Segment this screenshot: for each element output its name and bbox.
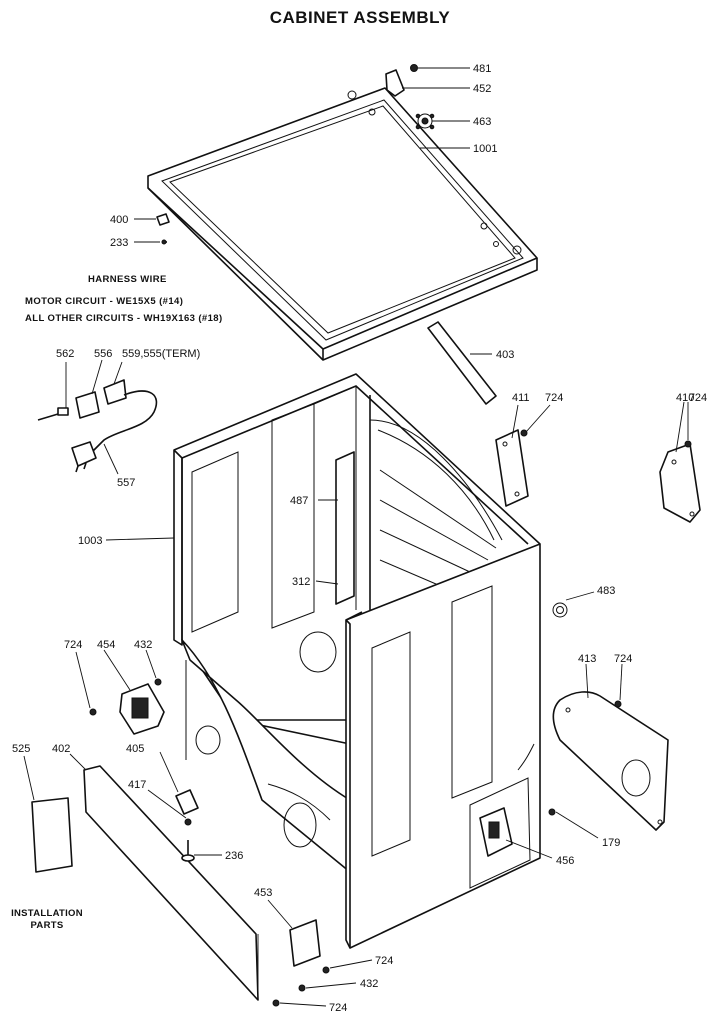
installation-parts-caption: INSTALLATION PARTS [2, 908, 92, 932]
toe-panel-402 [83, 765, 259, 1001]
callout-312: 312 [292, 576, 310, 588]
callout-417: 417 [128, 779, 146, 791]
callout-233: 233 [110, 237, 128, 249]
top-cover-panel [147, 87, 538, 361]
screw-179 [548, 808, 556, 816]
callout-405: 405 [126, 743, 144, 755]
callout-456: 456 [556, 855, 574, 867]
cover-410 [659, 443, 701, 523]
callout-179: 179 [602, 837, 620, 849]
hinge-405 [175, 789, 199, 815]
callout-454: 454 [97, 639, 115, 651]
screw-724-413 [614, 700, 622, 708]
callout-724-454: 724 [64, 639, 82, 651]
timer-454 [119, 683, 165, 735]
parts-caption-line: PARTS [30, 920, 64, 931]
callout-403: 403 [496, 349, 514, 361]
installation-caption-line: INSTALLATION [11, 908, 83, 919]
clip-463 [415, 113, 435, 130]
screw-481 [410, 64, 418, 72]
callout-525: 525 [12, 743, 30, 755]
callout-556: 556 [94, 348, 112, 360]
callout-559-555: 559,555(TERM) [122, 348, 200, 360]
clip-400 [156, 213, 170, 226]
callout-452: 452 [473, 83, 491, 95]
callout-483: 483 [597, 585, 615, 597]
foot-453 [289, 919, 321, 967]
callout-432: 432 [134, 639, 152, 651]
callout-413: 413 [578, 653, 596, 665]
callout-236: 236 [225, 850, 243, 862]
callout-1003: 1003 [78, 535, 102, 547]
callout-724-410: 724 [689, 392, 707, 404]
diagram-title: CABINET ASSEMBLY [269, 8, 451, 27]
harness-wire-heading: HARNESS WIRE [88, 274, 167, 285]
screw-724-453 [322, 966, 330, 974]
panel-413 [552, 691, 669, 831]
leader-lines [23, 67, 689, 1007]
callout-1001: 1001 [473, 143, 497, 155]
screw-724-411 [520, 429, 528, 437]
callout-432-lower: 432 [360, 978, 378, 990]
screw-724-bottom [272, 999, 280, 1007]
callout-463: 463 [473, 116, 491, 128]
installation-parts-packet [31, 797, 73, 873]
clip-432-lower [298, 984, 306, 992]
callout-724-453: 724 [375, 955, 393, 967]
callout-724-411: 724 [545, 392, 563, 404]
callout-410: 410 [676, 392, 694, 404]
screw-724-410 [684, 440, 692, 448]
callout-453: 453 [254, 887, 272, 899]
leveling-leg-236 [181, 840, 195, 862]
callout-724-413: 724 [614, 653, 632, 665]
callout-557: 557 [117, 477, 135, 489]
door-switch-456 [479, 807, 513, 857]
bracket-452 [385, 69, 405, 97]
callout-562: 562 [56, 348, 74, 360]
bracket-411 [495, 429, 529, 507]
screw-233 [161, 239, 167, 245]
other-circuits-note: ALL OTHER CIRCUITS - WH19X163 (#18) [25, 313, 223, 324]
nut-417 [184, 818, 192, 826]
callout-481: 481 [473, 63, 491, 75]
callout-411: 411 [512, 392, 530, 404]
motor-circuit-note: MOTOR CIRCUIT - WE15X5 (#14) [25, 296, 184, 307]
callout-400: 400 [110, 214, 128, 226]
strap-403 [427, 321, 497, 405]
part-callouts: 481 452 463 1001 400 233 562 556 559,555… [12, 63, 707, 1014]
callout-487: 487 [290, 495, 308, 507]
callout-402: 402 [52, 743, 70, 755]
clip-432 [154, 678, 162, 686]
callout-724-bottom: 724 [329, 1002, 347, 1014]
grommet-483 [552, 602, 568, 618]
power-cord-assembly [37, 379, 158, 473]
screw-724-454 [89, 708, 97, 716]
